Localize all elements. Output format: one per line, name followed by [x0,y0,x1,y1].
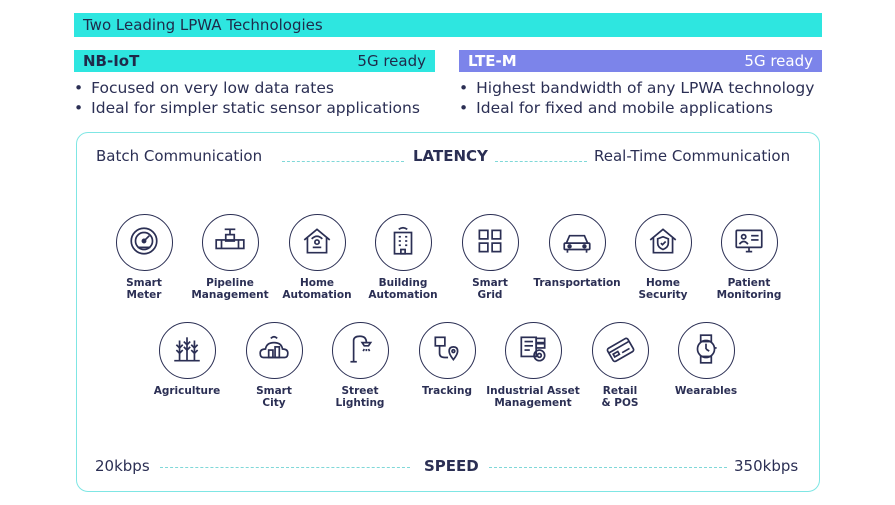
use-case-label: Automation [282,289,352,301]
grid-icon [473,224,507,262]
use-case-label: Lighting [335,397,385,409]
use-case-label: Monitoring [716,289,782,301]
use-case-transportation: Transportation [517,214,637,289]
use-case-label: Retail [602,385,638,397]
use-case-label: Wearables [674,385,738,397]
wheat-icon [170,332,204,370]
use-case-label: Security [638,289,688,301]
ltem-name: LTE-M [468,52,517,70]
pipe-valve-icon [213,224,247,262]
latency-left-label: Batch Communication [96,147,263,165]
ltem-bullet: Highest bandwidth of any LPWA technology [459,78,814,98]
use-case-label: Meter [126,289,162,301]
nbiot-bullet: Focused on very low data rates [74,78,420,98]
use-case-label: Grid [477,289,503,301]
latency-right-label: Real-Time Communication [594,147,791,165]
latency-dash-right [495,161,587,162]
ltem-bullets: Highest bandwidth of any LPWA technology… [459,78,814,118]
monitor-patient-icon [732,224,766,262]
speed-dash-left [160,467,410,468]
use-case-label: Street [341,385,379,397]
use-case-label: Home [645,277,681,289]
city-icon [257,332,291,370]
use-case-label: & POS [601,397,639,409]
page-title: Two Leading LPWA Technologies [74,13,822,37]
nbiot-header: NB-IoT 5G ready [74,50,435,72]
use-case-wearables: Wearables [646,322,766,397]
watch-icon [689,332,723,370]
use-case-label: Home [299,277,335,289]
use-case-label: Tracking [421,385,473,397]
use-case-frame [76,132,820,492]
use-case-label: Smart [256,385,292,397]
gauge-icon [127,224,161,262]
asset-icon [516,332,550,370]
street-lamp-icon [343,332,377,370]
use-case-label: Patient [727,277,771,289]
use-case-label: Automation [368,289,438,301]
use-case-label: Transportation [533,277,621,289]
home-shield-icon [646,224,680,262]
use-case-label: City [262,397,286,409]
nbiot-badge: 5G ready [357,52,426,70]
use-case-agriculture: Agriculture [127,322,247,397]
building-icon [386,224,420,262]
car-icon [560,224,594,262]
speed-axis-title: SPEED [424,457,479,475]
card-icon [603,332,637,370]
nbiot-name: NB-IoT [83,52,140,70]
use-case-label: Agriculture [153,385,221,397]
use-case-label: Industrial Asset [486,385,580,397]
nbiot-bullets: Focused on very low data rates Ideal for… [74,78,420,118]
use-case-label: Building [378,277,428,289]
tracking-icon [430,332,464,370]
use-case-label: Smart [126,277,162,289]
use-case-tracking: Tracking [387,322,507,397]
latency-dash-left [282,161,404,162]
ltem-header: LTE-M 5G ready [459,50,822,72]
ltem-bullet: Ideal for fixed and mobile applications [459,98,814,118]
use-case-label: Smart [472,277,508,289]
speed-left-label: 20kbps [95,457,150,475]
smart-home-icon [300,224,334,262]
latency-axis-title: LATENCY [413,147,488,165]
speed-right-label: 350kbps [734,457,799,475]
speed-dash-right [489,467,727,468]
nbiot-bullet: Ideal for simpler static sensor applicat… [74,98,420,118]
use-case-retail-pos: Retail& POS [560,322,680,409]
ltem-badge: 5G ready [744,52,813,70]
use-case-label: Pipeline [206,277,254,289]
use-case-label: Management [494,397,572,409]
use-case-label: Management [191,289,269,301]
